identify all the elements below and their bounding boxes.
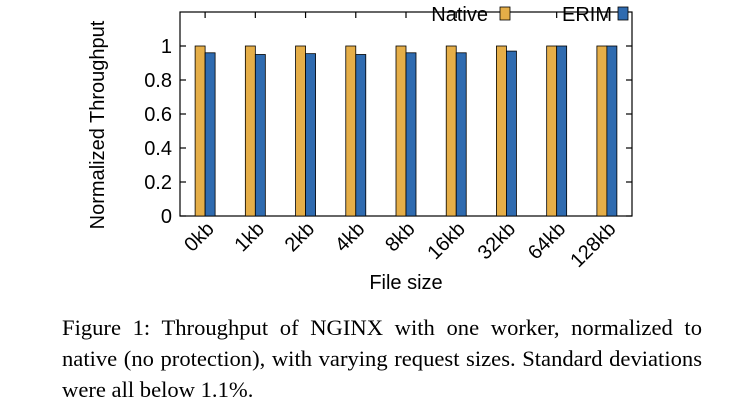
bar-erim-8kb (405, 52, 417, 217)
legend-label-native: Native (431, 4, 488, 26)
x-tick-label: 8kb (381, 218, 419, 256)
bar-erim-0kb (204, 52, 216, 217)
y-tick-label: 0.6 (144, 104, 172, 126)
x-tick-label: 32kb (474, 218, 520, 264)
bars (194, 45, 618, 217)
x-tick-label: 128kb (566, 218, 620, 272)
x-tick-label: 16kb (424, 218, 470, 264)
bar-native-32kb (496, 45, 507, 217)
y-tick-label: 0 (161, 206, 172, 228)
legend-label-erim: ERIM (562, 4, 612, 26)
y-tick-label: 1 (161, 36, 172, 58)
x-tick-label: 0kb (180, 218, 218, 256)
bar-erim-32kb (506, 50, 517, 217)
x-tick-label: 1kb (231, 218, 269, 256)
y-tick-label: 0.8 (144, 70, 172, 92)
y-axis-ticks: 0 0.2 0.4 0.6 0.8 1 (144, 36, 632, 228)
bar-native-16kb (445, 45, 457, 217)
x-tick-label: 64kb (524, 218, 570, 264)
y-axis-label: Normalized Throughput (87, 20, 109, 229)
legend: Native ERIM (431, 4, 629, 26)
bar-native-0kb (194, 45, 206, 217)
bar-native-128kb (596, 45, 608, 217)
x-axis-label: File size (369, 272, 442, 294)
bar-erim-1kb (254, 54, 266, 217)
x-tick-label: 2kb (281, 218, 319, 256)
bar-erim-64kb (556, 45, 568, 217)
bar-erim-4kb (355, 54, 367, 217)
bar-erim-2kb (305, 53, 316, 217)
legend-swatch-native (499, 6, 511, 21)
bar-native-4kb (345, 45, 357, 217)
x-tick-label: 4kb (331, 218, 369, 256)
bar-erim-16kb (455, 52, 467, 217)
bar-native-8kb (395, 45, 407, 217)
legend-swatch-erim (617, 6, 629, 21)
y-tick-label: 0.4 (144, 138, 172, 160)
bar-erim-128kb (606, 45, 618, 217)
bar-native-2kb (295, 45, 306, 217)
y-tick-label: 0.2 (144, 172, 172, 194)
bar-native-64kb (546, 45, 558, 217)
bar-native-1kb (244, 45, 256, 217)
figure-caption: Figure 1: Throughput of NGINX with one w… (62, 315, 702, 402)
